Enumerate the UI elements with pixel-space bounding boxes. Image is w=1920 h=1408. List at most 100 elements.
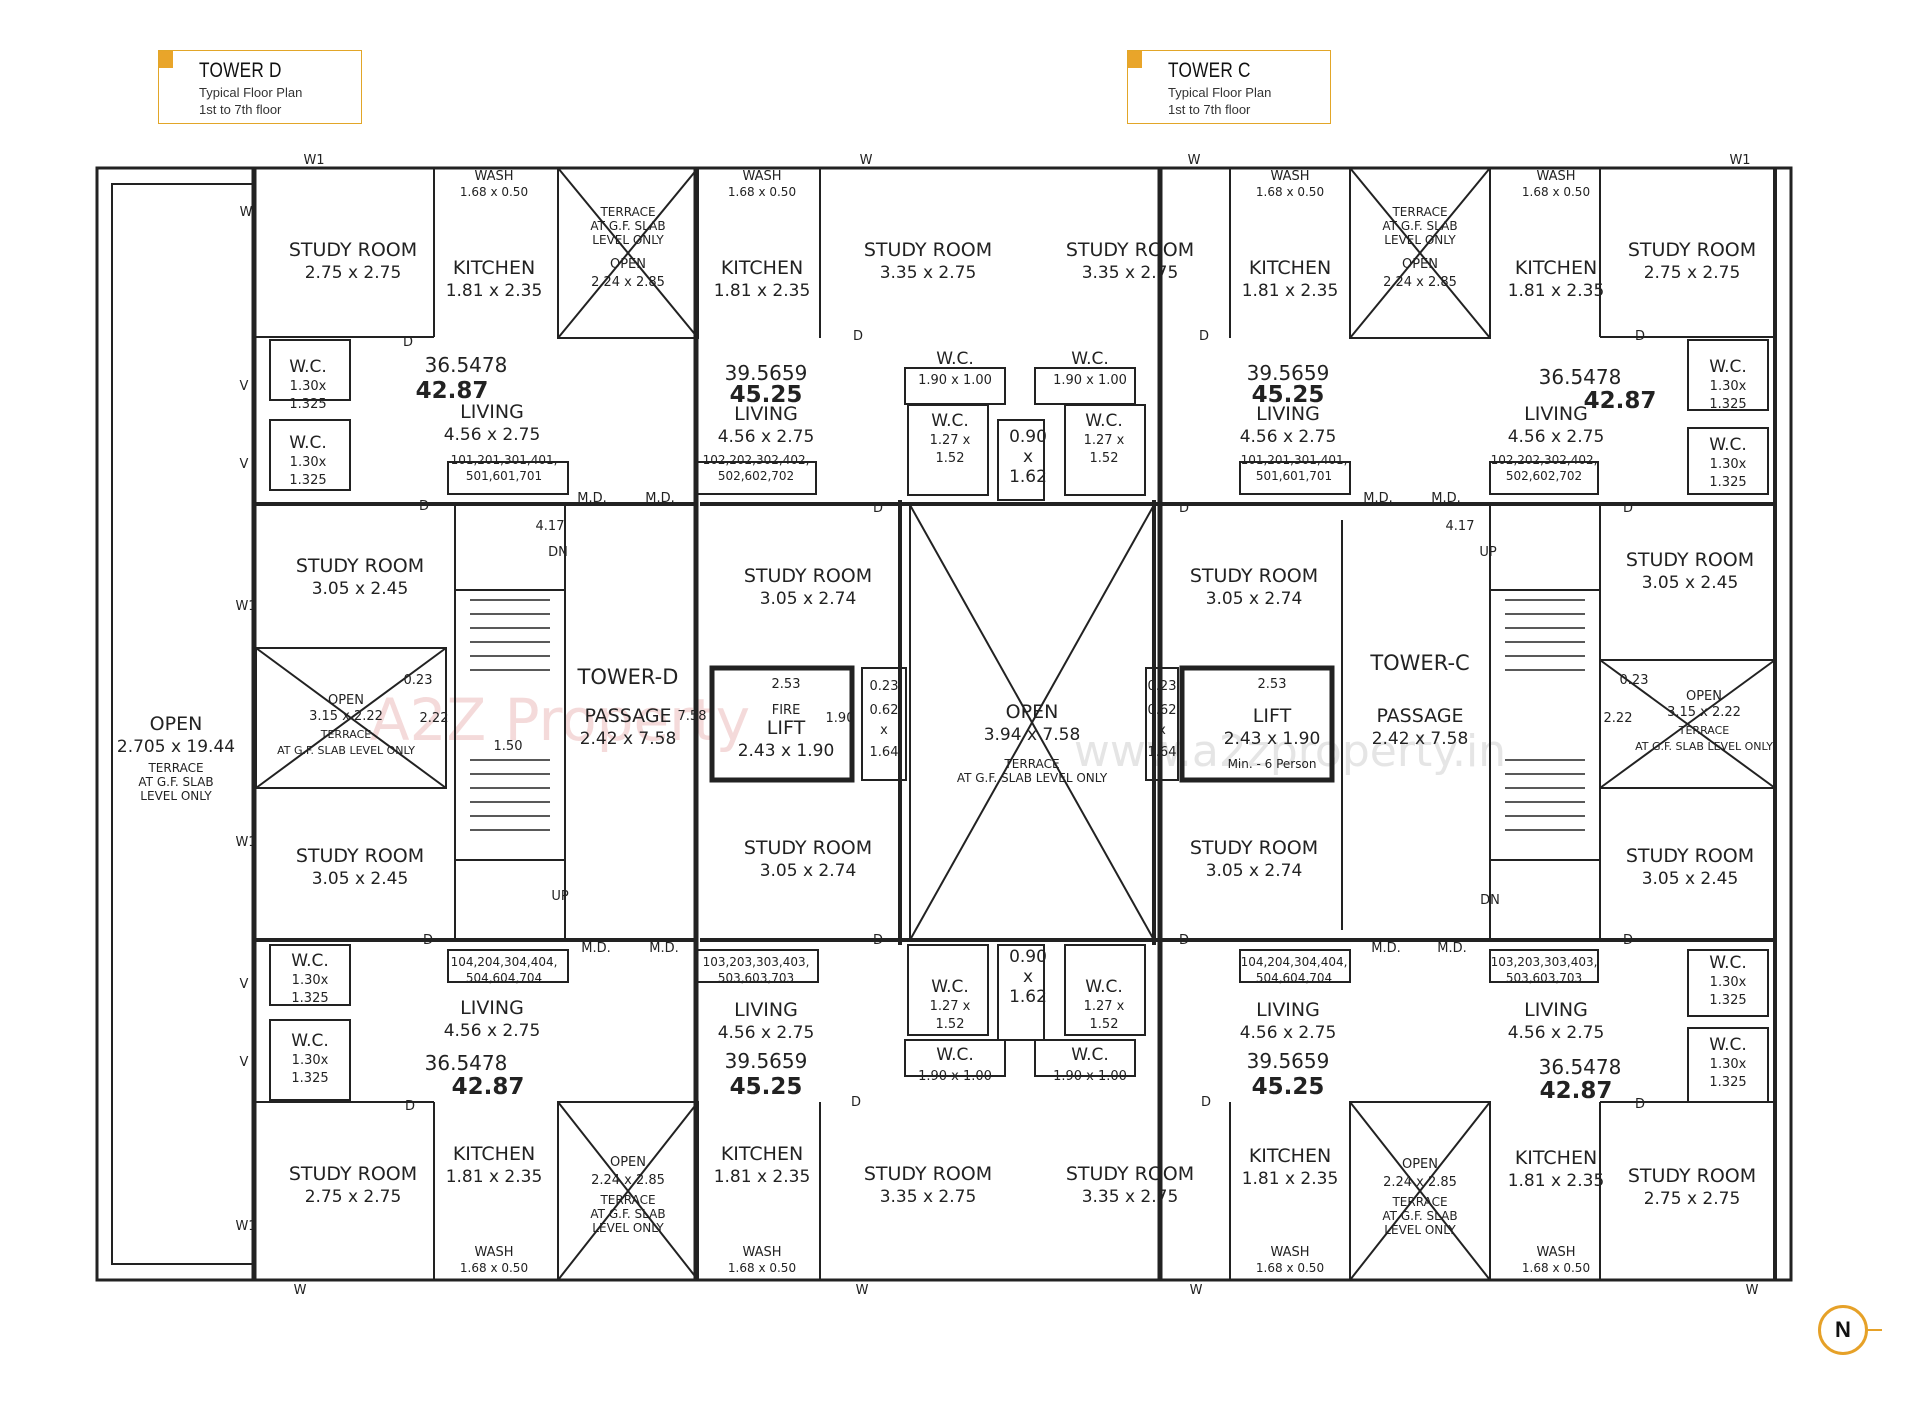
room-label: LIVING [734, 403, 798, 425]
terrace-label: AT G.F. SLAB LEVEL ONLY [1635, 740, 1773, 753]
main-door-label: M.D. [577, 491, 607, 506]
room-dims: 1.325 [291, 991, 328, 1006]
room-dims: 4.56 x 2.75 [1508, 1023, 1605, 1043]
shaft-dim: 0.90 [1009, 427, 1047, 447]
tower-name: TOWER-D [577, 665, 679, 689]
unit-numbers: 502,602,702 [1506, 469, 1582, 483]
shaft-dim: 1.62 [1009, 987, 1047, 1007]
terrace-label: AT G.F. SLAB LEVEL ONLY [957, 771, 1108, 785]
terrace-label: AT G.F. SLAB [138, 775, 213, 789]
room-dims: 1.52 [936, 1017, 965, 1032]
wash-dims: 1.68 x 0.50 [1256, 185, 1324, 199]
north-arrow-icon [1866, 1329, 1882, 1331]
stair-dn: DN [548, 545, 568, 560]
door-label: D [1623, 501, 1633, 516]
wash-dims: 1.68 x 0.50 [1256, 1261, 1324, 1275]
room-label: W.C. [1709, 953, 1747, 973]
watermark-brand: A2Z Property [370, 686, 750, 754]
room-dims: 1.30x [1710, 379, 1747, 394]
unit-numbers: 103,203,303,403, [1491, 955, 1598, 969]
room-label: LIVING [1256, 999, 1320, 1021]
room-dims: 3.05 x 2.74 [1206, 861, 1303, 881]
room-dims: 1.81 x 2.35 [714, 281, 811, 301]
window-label: W [1190, 1283, 1203, 1298]
main-door-label: M.D. [581, 941, 611, 956]
legend-marker [159, 51, 173, 68]
room-label: KITCHEN [1515, 1147, 1597, 1169]
stair-up: UP [1479, 545, 1497, 560]
room-label: W.C. [1709, 357, 1747, 377]
legend-floors: 1st to 7th floor [1168, 102, 1251, 117]
wash-dims: 1.68 x 0.50 [1522, 185, 1590, 199]
main-door-label: M.D. [1431, 491, 1461, 506]
room-label: STUDY ROOM [289, 239, 417, 261]
dimension: 0.23 [1148, 679, 1177, 694]
room-dims: 1.27 x [930, 999, 971, 1014]
room-dims: 1.90 x 1.00 [1053, 373, 1127, 388]
room-label: STUDY ROOM [1190, 565, 1318, 587]
built-up-area: 45.25 [730, 1074, 803, 1100]
stairs [470, 599, 1585, 831]
room-label: STUDY ROOM [1626, 845, 1754, 867]
legend-subtitle: Typical Floor Plan [1168, 85, 1272, 100]
room-label: STUDY ROOM [289, 1163, 417, 1185]
main-door-label: M.D. [1371, 941, 1401, 956]
dimension: 0.23 [870, 679, 899, 694]
room-dims: 1.325 [1709, 1075, 1746, 1090]
carpet-area: 39.5659 [1247, 1049, 1330, 1073]
room-dims: 1.52 [936, 451, 965, 466]
unit-numbers: 501,601,701 [466, 469, 542, 483]
room-dims: 4.56 x 2.75 [718, 427, 815, 447]
terrace-label: TERRACE [1003, 757, 1059, 771]
room-dims: 1.90 x 1.00 [918, 373, 992, 388]
room-label: LIVING [1524, 999, 1588, 1021]
wash-dims: 1.68 x 0.50 [460, 1261, 528, 1275]
room-label: LIVING [1256, 403, 1320, 425]
room-dims: 1.30x [290, 455, 327, 470]
dimension: 2.22 [1604, 711, 1633, 726]
room-dims: 1.30x [292, 1053, 329, 1068]
room-dims: 3.05 x 2.45 [312, 579, 409, 599]
room-dims: 1.30x [290, 379, 327, 394]
door-label: D [1635, 1097, 1645, 1112]
unit-numbers: 503,603,703 [718, 971, 794, 985]
main-door-label: M.D. [645, 491, 675, 506]
door-label: D [403, 335, 413, 350]
terrace-label: TERRACE [599, 205, 655, 219]
window-label: W [294, 1283, 307, 1298]
room-dims: 1.325 [1709, 475, 1746, 490]
door-label: D [1179, 501, 1189, 516]
carpet-area: 36.5478 [425, 353, 508, 377]
room-dims: 2.75 x 2.75 [305, 1187, 402, 1207]
room-dims: 1.81 x 2.35 [446, 281, 543, 301]
vent-label: V [240, 977, 249, 992]
unit-numbers: 102,202,302,402, [703, 453, 810, 467]
wash-dims: 1.68 x 0.50 [1522, 1261, 1590, 1275]
room-dims: 3.35 x 2.75 [1082, 263, 1179, 283]
room-label: W.C. [1709, 1035, 1747, 1055]
room-dims: 2.42 x 7.58 [1372, 729, 1469, 749]
legend-marker [1128, 51, 1142, 68]
room-dims: 1.325 [289, 397, 326, 412]
window-label: W [1746, 1283, 1759, 1298]
unit-numbers: 103,203,303,403, [703, 955, 810, 969]
room-label: W.C. [936, 349, 974, 369]
room-dims: 4.56 x 2.75 [1240, 1023, 1337, 1043]
vent-label: V [240, 457, 249, 472]
vent-label: V [240, 1055, 249, 1070]
room-dims: 3.05 x 2.45 [1642, 573, 1739, 593]
room-dims: 4.56 x 2.75 [444, 1021, 541, 1041]
vent-label: V [240, 379, 249, 394]
terrace-label: AT G.F. SLAB [1382, 219, 1457, 233]
tower-c-legend: TOWER C Typical Floor Plan 1st to 7th fl… [1127, 50, 1331, 124]
room-dims: 3.05 x 2.45 [1642, 869, 1739, 889]
room-dims: 1.52 [1090, 1017, 1119, 1032]
door-label: D [405, 1099, 415, 1114]
open-label: OPEN [328, 693, 364, 708]
wash-label: WASH [742, 169, 781, 184]
room-label: STUDY ROOM [1628, 239, 1756, 261]
room-label: STUDY ROOM [1190, 837, 1318, 859]
room-label: KITCHEN [721, 257, 803, 279]
dimension: 4.17 [1446, 519, 1475, 534]
lift-capacity: Min. - 6 Person [1228, 757, 1317, 771]
